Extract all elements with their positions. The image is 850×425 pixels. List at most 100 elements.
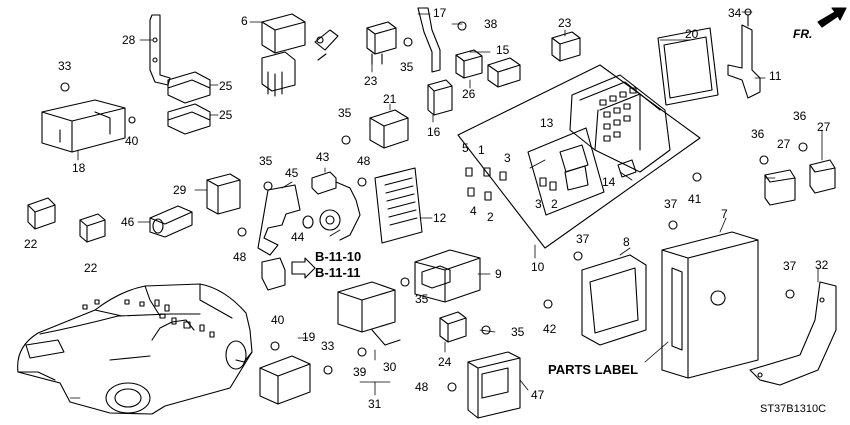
part-23b-relay <box>551 31 581 62</box>
callout-22: 22 <box>24 237 38 251</box>
callout-11: 11 <box>769 69 782 83</box>
callout-28: 28 <box>122 33 136 47</box>
callout-1: 1 <box>478 143 485 157</box>
callout-36: 36 <box>793 109 807 123</box>
callout-20: 20 <box>685 27 699 41</box>
callout-40: 40 <box>125 134 139 148</box>
callout-44: 44 <box>291 230 305 244</box>
part-47-module <box>467 351 521 419</box>
callout-40: 40 <box>271 313 285 327</box>
callout-3: 3 <box>504 151 511 165</box>
part-19-unit <box>259 355 311 405</box>
callout-48: 48 <box>357 154 371 168</box>
callout-25: 25 <box>219 108 233 122</box>
bolts <box>60 21 808 392</box>
callout-35: 35 <box>511 325 525 339</box>
callout-29: 29 <box>173 183 187 197</box>
callout-24: 24 <box>438 355 452 369</box>
callout-35: 35 <box>338 106 352 120</box>
fuse-box-assembly <box>457 27 719 249</box>
callout-5: 5 <box>462 141 469 155</box>
callout-39: 39 <box>353 365 367 379</box>
part-27-units <box>764 159 836 206</box>
parts-label-pointer <box>644 341 669 363</box>
callout-48: 48 <box>415 380 429 394</box>
callout-10: 10 <box>531 260 545 274</box>
callout-9: 9 <box>495 267 502 281</box>
callout-31: 31 <box>368 397 382 411</box>
callout-42: 42 <box>543 322 557 336</box>
callout-45: 45 <box>285 166 299 180</box>
callout-6: 6 <box>241 14 248 28</box>
part-15-relay <box>487 57 521 88</box>
callout-37: 37 <box>576 232 590 246</box>
callout-35: 35 <box>259 154 273 168</box>
parts-label-caption: PARTS LABEL <box>548 362 639 377</box>
callout-13: 13 <box>540 116 554 130</box>
callout-37: 37 <box>664 197 678 211</box>
part-16-relay <box>427 79 453 116</box>
callout-2: 2 <box>487 210 494 224</box>
diagram-code: ST37B1310C <box>760 403 827 415</box>
callout-2: 2 <box>551 197 558 211</box>
fuses <box>465 167 557 201</box>
part-9-module <box>414 249 481 303</box>
part-46-cover <box>149 205 193 238</box>
part-30-module <box>337 281 401 346</box>
part-29-unit <box>206 173 241 215</box>
callout-15: 15 <box>496 43 510 57</box>
callout-48: 48 <box>233 250 247 264</box>
car-illustration <box>17 283 253 415</box>
part-8-bracket <box>581 254 647 346</box>
part-6-relay-assembly <box>261 13 339 97</box>
part-11-34-bracket <box>727 8 761 99</box>
part-21-unit <box>369 109 409 149</box>
part-7-ecu <box>661 231 759 379</box>
callout-35: 35 <box>415 292 429 306</box>
callout-41: 41 <box>688 192 702 206</box>
callout-16: 16 <box>427 125 441 139</box>
callout-34: 34 <box>728 6 742 20</box>
callout-38: 38 <box>484 17 498 31</box>
part-25-connectors <box>167 71 211 135</box>
part-45-bracket <box>257 184 301 256</box>
front-direction-label: FR. <box>793 27 813 41</box>
callout-18: 18 <box>72 161 86 175</box>
callout-8: 8 <box>623 235 630 249</box>
callout-19: 19 <box>302 330 316 344</box>
callout-14: 14 <box>602 175 616 189</box>
callout-46: 46 <box>121 215 135 229</box>
callout-17: 17 <box>433 6 447 20</box>
callout-12: 12 <box>433 211 447 225</box>
callout-32: 32 <box>815 258 829 272</box>
part-22-relays <box>27 197 106 243</box>
reference-label: B-11-11 <box>315 265 361 280</box>
callout-33: 33 <box>58 59 72 73</box>
part-12-panel <box>374 167 423 244</box>
part-43-44-sensor <box>302 171 361 241</box>
callout-26: 26 <box>462 87 476 101</box>
part-18-control-unit <box>41 99 126 153</box>
callout-7: 7 <box>721 207 728 221</box>
part-23-relay <box>366 21 397 65</box>
callout-22: 22 <box>84 261 98 275</box>
callout-3: 3 <box>535 197 542 211</box>
part-24-relay <box>439 311 467 343</box>
callout-37: 37 <box>783 259 797 273</box>
callout-47: 47 <box>531 388 545 402</box>
part-26-relay <box>455 49 483 79</box>
callout-27: 27 <box>777 137 791 151</box>
callout-43: 43 <box>316 150 330 164</box>
callout-35: 35 <box>400 60 414 74</box>
front-direction-arrow <box>817 7 847 28</box>
callout-36: 36 <box>751 127 765 141</box>
callout-23: 23 <box>558 16 572 30</box>
part-28-bracket <box>149 14 171 86</box>
callout-33: 33 <box>321 339 335 353</box>
callout-25: 25 <box>219 79 233 93</box>
callout-21: 21 <box>383 92 397 106</box>
leader-lines <box>69 11 823 399</box>
callout-23: 23 <box>364 74 378 88</box>
